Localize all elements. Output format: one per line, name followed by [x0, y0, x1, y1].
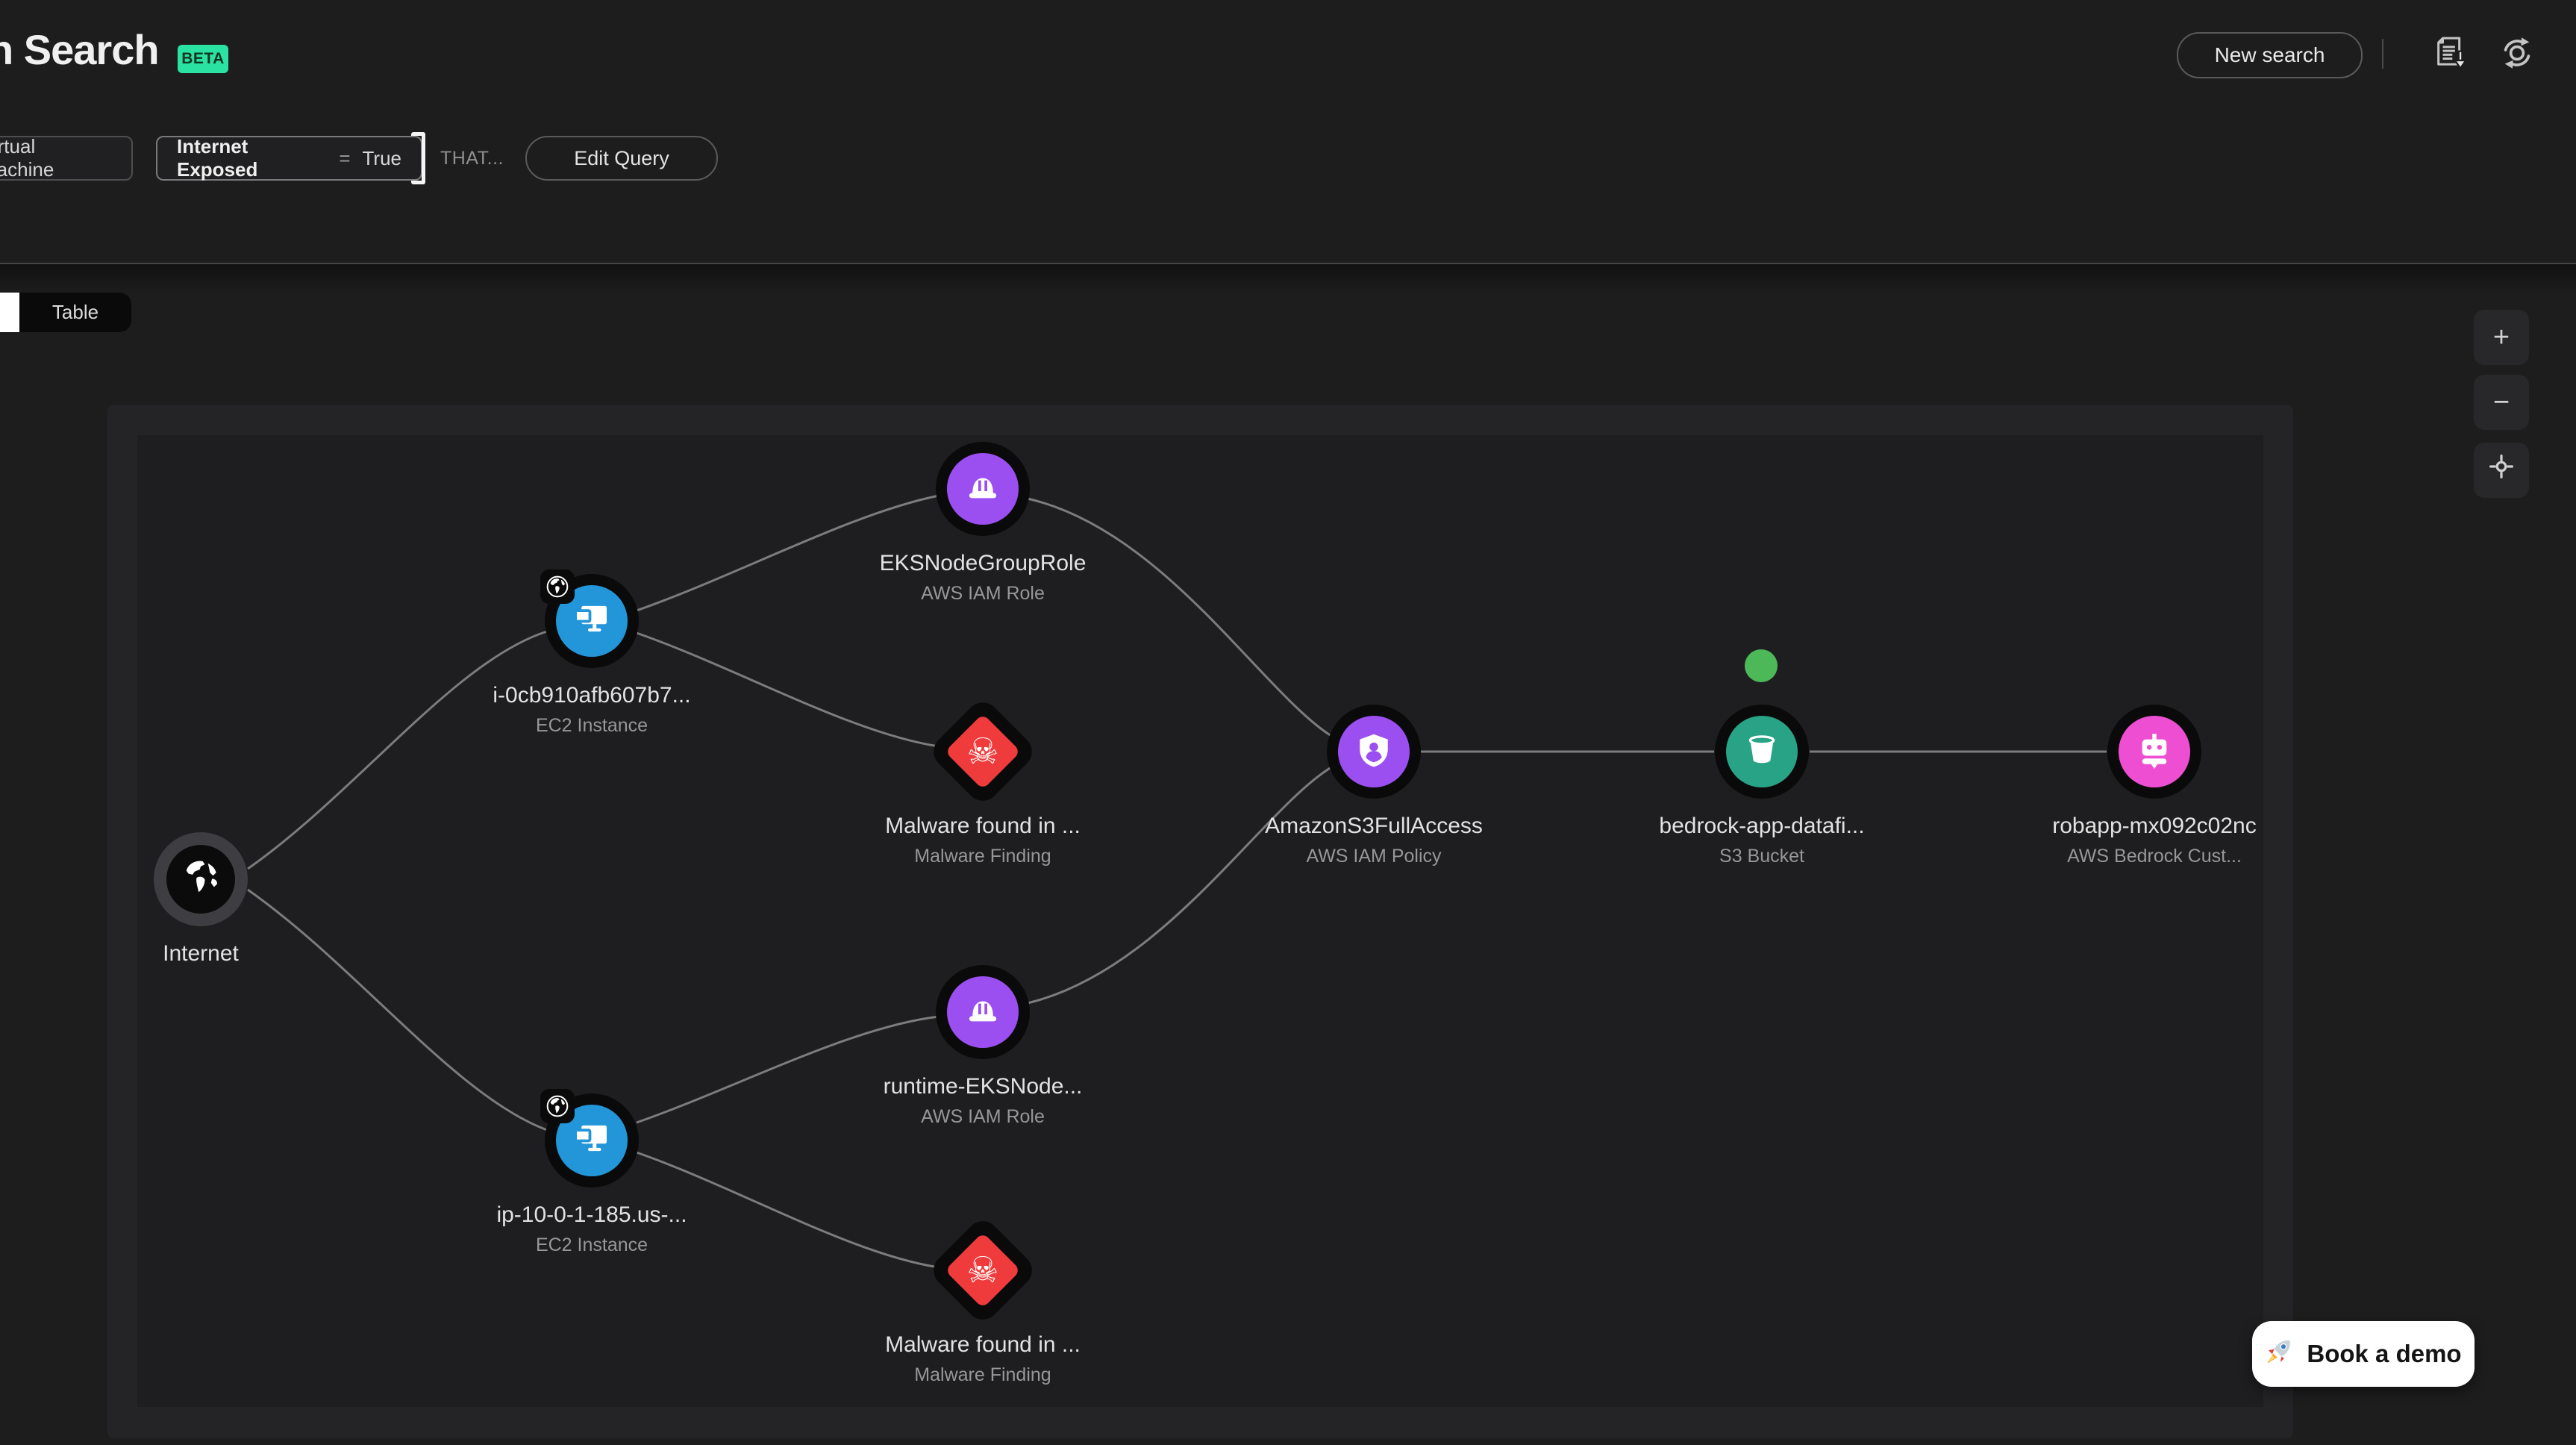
- rocket-icon: [2265, 1336, 2295, 1372]
- node-label: robapp-mx092c02nc: [2052, 814, 2257, 838]
- node-type: S3 Bucket: [1719, 846, 1804, 867]
- chip-value: True: [362, 146, 402, 169]
- chip-selection-bracket: [411, 132, 425, 184]
- monitors-icon: [569, 597, 614, 646]
- node-type: AWS IAM Policy: [1306, 846, 1442, 867]
- chip-field: Internet Exposed: [177, 135, 258, 181]
- zoom-in-button[interactable]: +: [2474, 310, 2529, 365]
- chip-operator: =: [339, 146, 351, 169]
- graph-canvas[interactable]: [137, 435, 2263, 1407]
- node-ec2-instance-top[interactable]: i-0cb910afb607b7... EC2 Instance: [457, 565, 726, 737]
- query-that-label: THAT...: [440, 147, 504, 169]
- chip-label: Virtual Machine: [0, 135, 54, 181]
- node-label: ip-10-0-1-185.us-...: [496, 1202, 687, 1227]
- node-type: AWS IAM Role: [921, 1106, 1045, 1127]
- node-ec2-instance-bottom[interactable]: ip-10-0-1-185.us-... EC2 Instance: [457, 1084, 726, 1256]
- node-type: EC2 Instance: [535, 715, 648, 736]
- node-type: Malware Finding: [914, 1364, 1051, 1385]
- globe-icon: [176, 853, 225, 906]
- node-type: EC2 Instance: [535, 1235, 648, 1255]
- book-demo-label: Book a demo: [2307, 1340, 2462, 1367]
- beta-badge: BETA: [178, 45, 228, 73]
- node-type: AWS Bedrock Cust...: [2067, 846, 2242, 867]
- node-label: i-0cb910afb607b7...: [493, 683, 691, 708]
- refresh-icon: [2496, 32, 2538, 78]
- robot-icon: [2132, 728, 2177, 776]
- book-demo-button[interactable]: Book a demo: [2252, 1321, 2475, 1387]
- header-shadow: [0, 264, 2576, 294]
- node-s3-bucket[interactable]: bedrock-app-datafi... S3 Bucket: [1628, 696, 1896, 867]
- edit-query-button[interactable]: Edit Query: [525, 136, 718, 181]
- document-download-icon: [2430, 32, 2472, 78]
- hard-hat-icon: [960, 988, 1005, 1037]
- header-divider: [2382, 39, 2383, 69]
- node-malware-finding-bottom[interactable]: ☠ Malware found in ... Malware Finding: [848, 1214, 1117, 1386]
- query-chip-internet-exposed[interactable]: Internet Exposed = True: [156, 132, 425, 184]
- crosshair-icon: [2484, 449, 2519, 491]
- node-type: AWS IAM Role: [921, 583, 1045, 604]
- node-label: EKSNodeGroupRole: [879, 551, 1087, 575]
- refresh-layout-button[interactable]: [2495, 32, 2539, 77]
- header-bottom-divider: [0, 263, 2576, 264]
- node-label: Malware found in ...: [885, 814, 1081, 838]
- node-runtime-eks-role[interactable]: runtime-EKSNode... AWS IAM Role: [848, 956, 1117, 1128]
- node-label: runtime-EKSNode...: [883, 1074, 1083, 1099]
- node-eks-node-group-role[interactable]: EKSNodeGroupRole AWS IAM Role: [848, 433, 1117, 605]
- monitors-icon: [569, 1117, 614, 1165]
- node-bedrock-custom-model[interactable]: robapp-mx092c02nc AWS Bedrock Cust...: [2020, 696, 2289, 867]
- node-internet[interactable]: Internet: [66, 823, 335, 967]
- tab-table[interactable]: Table: [19, 293, 131, 332]
- skull-crossbones-icon: ☠: [966, 731, 999, 773]
- bucket-icon: [1739, 728, 1784, 776]
- hard-hat-icon: [960, 465, 1005, 514]
- zoom-out-button[interactable]: −: [2474, 375, 2529, 430]
- shield-user-icon: [1351, 728, 1396, 776]
- internet-exposed-badge: [540, 569, 575, 604]
- internet-exposed-badge: [540, 1089, 575, 1123]
- node-label: Malware found in ...: [885, 1332, 1081, 1357]
- skull-crossbones-icon: ☠: [966, 1249, 999, 1291]
- node-label: Internet: [163, 941, 239, 966]
- status-dot-green: [1745, 649, 1778, 682]
- tab-graph-partial[interactable]: [0, 293, 19, 332]
- query-chip-virtual-machine[interactable]: Virtual Machine: [0, 135, 133, 181]
- node-amazon-s3-full-access[interactable]: AmazonS3FullAccess AWS IAM Policy: [1239, 696, 1508, 867]
- node-label: bedrock-app-datafi...: [1659, 814, 1865, 838]
- fit-view-button[interactable]: [2474, 443, 2529, 498]
- node-type: Malware Finding: [914, 846, 1051, 867]
- node-label: AmazonS3FullAccess: [1265, 814, 1483, 838]
- node-malware-finding-top[interactable]: ☠ Malware found in ... Malware Finding: [848, 696, 1117, 867]
- page-title: h Search: [0, 26, 160, 73]
- new-search-button[interactable]: New search: [2177, 32, 2363, 78]
- export-results-button[interactable]: [2428, 32, 2473, 77]
